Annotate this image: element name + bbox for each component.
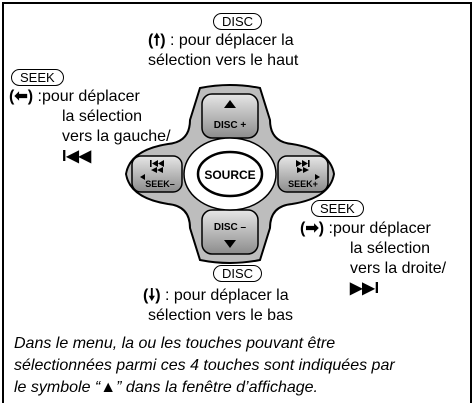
disc-plus-button[interactable]: DISC + bbox=[201, 93, 259, 139]
control-pad: DISC + DISC – SEEK– SEEK+ SOURCE bbox=[124, 84, 336, 264]
up-arrow-icon bbox=[224, 100, 236, 108]
svg-text:DISC +: DISC + bbox=[214, 120, 247, 131]
seek-right-text-3: vers la droite/ bbox=[350, 260, 447, 277]
disc-down-text-2: sélection vers le bas bbox=[148, 307, 293, 324]
svg-text:SEEK–: SEEK– bbox=[145, 179, 175, 189]
right-arrow-icon: (➡) bbox=[300, 220, 325, 237]
svg-text:SEEK+: SEEK+ bbox=[288, 179, 318, 189]
page-frame bbox=[2, 2, 472, 403]
disc-up-label: DISC bbox=[213, 13, 263, 30]
disc-up-text-2: sélection vers le haut bbox=[148, 52, 299, 69]
seek-left-text-2: la sélection bbox=[62, 108, 143, 125]
skip-forward-symbol: ▶▶I bbox=[350, 280, 380, 297]
seek-right-label: SEEK bbox=[311, 200, 364, 217]
menu-note: Dans le menu, la ou les touches pouvant … bbox=[14, 335, 395, 396]
disc-minus-button[interactable]: DISC – bbox=[201, 209, 259, 255]
down-arrow-icon bbox=[224, 240, 236, 248]
seek-right-text-2: la sélection bbox=[350, 240, 431, 257]
seek-left-label: SEEK bbox=[11, 69, 64, 86]
down-arrow-icon: (🠗) bbox=[143, 287, 161, 304]
skip-back-symbol: I◀◀ bbox=[62, 148, 92, 165]
skip-back-icon bbox=[140, 160, 164, 180]
disc-up-text-1: (🠕) : pour déplacer la bbox=[148, 32, 294, 49]
left-arrow-icon: (⬅) bbox=[9, 88, 34, 105]
up-arrow-icon: (🠕) bbox=[148, 32, 166, 49]
svg-text:DISC –: DISC – bbox=[214, 222, 247, 233]
seek-plus-button[interactable]: SEEK+ bbox=[277, 155, 329, 193]
svg-text:SOURCE: SOURCE bbox=[204, 168, 255, 182]
disc-down-text-1: (🠗) : pour déplacer la bbox=[143, 287, 289, 304]
skip-forward-icon bbox=[296, 160, 320, 180]
seek-minus-button[interactable]: SEEK– bbox=[131, 155, 183, 193]
seek-right-text-1: (➡) :pour déplacer bbox=[300, 220, 431, 237]
disc-down-label: DISC bbox=[213, 265, 263, 282]
seek-left-text-1: (⬅) :pour déplacer bbox=[9, 88, 140, 105]
seek-left-text-3: vers la gauche/ bbox=[62, 128, 171, 145]
source-button[interactable]: SOURCE bbox=[196, 150, 264, 198]
